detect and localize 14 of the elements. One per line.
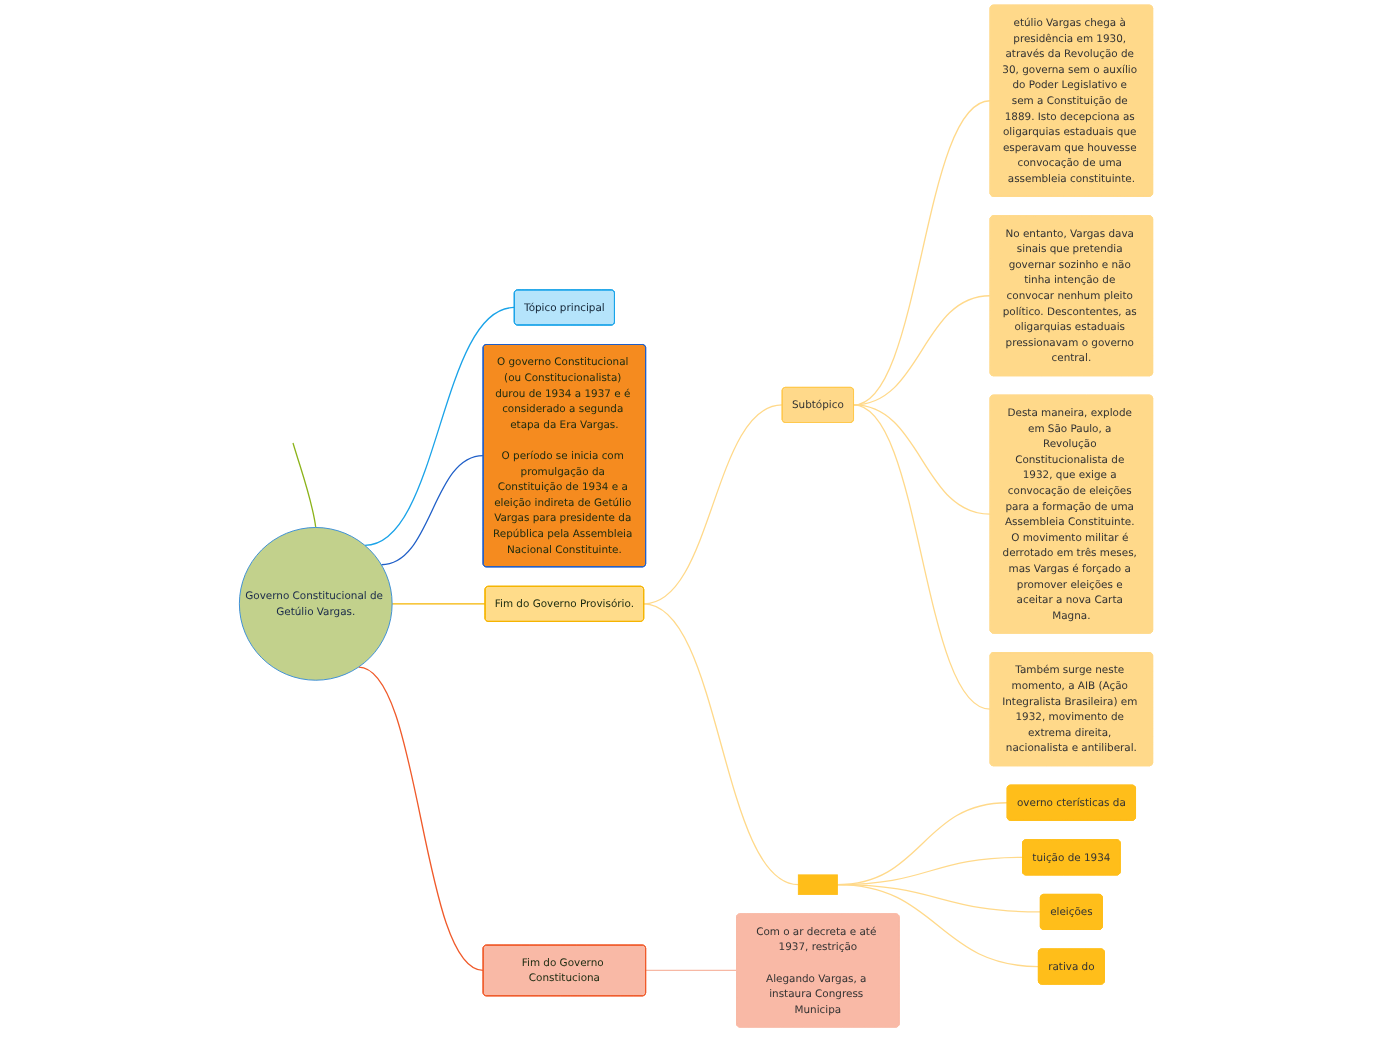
- connector: [391, 603, 486, 605]
- connector: [364, 306, 515, 546]
- connector: [380, 455, 484, 566]
- connector: [643, 603, 800, 886]
- connector: [852, 295, 991, 406]
- connector: [836, 884, 1040, 968]
- connector: [852, 100, 991, 406]
- connector: [357, 666, 484, 972]
- connector: [852, 404, 991, 710]
- connector: [852, 404, 991, 515]
- connector: [645, 969, 738, 972]
- node-box: [797, 874, 838, 895]
- connector: [292, 442, 317, 529]
- connector: [643, 404, 783, 605]
